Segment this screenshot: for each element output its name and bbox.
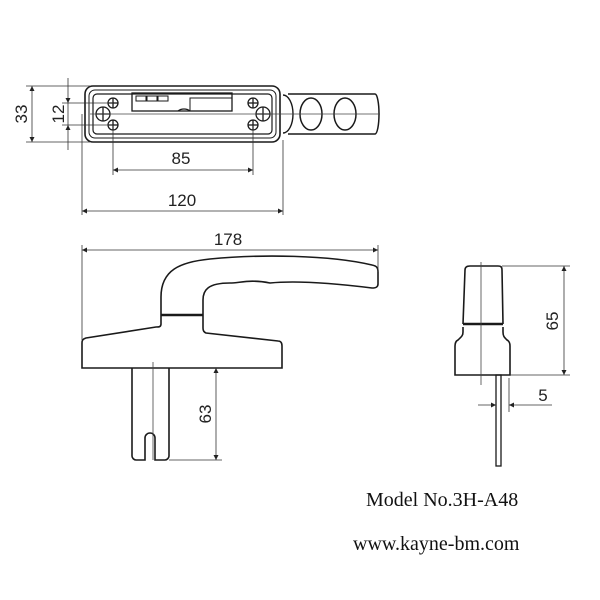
dim-85-label: 85 [172,149,191,168]
dim-178-label: 178 [214,230,242,249]
front-view-dimensions [81,245,379,461]
side-view-dimensions [478,265,570,412]
model-number: Model No.3H-A48 [366,489,519,511]
dim-12-label: 12 [49,105,68,124]
side-view [454,262,511,467]
spindle [131,368,170,461]
side-cap [462,265,504,325]
dim-5-label: 5 [538,386,547,405]
dim-33-label: 33 [12,105,31,124]
side-base [454,327,511,376]
top-view-dimensions [26,78,284,215]
front-view [81,255,379,461]
website-link[interactable]: www.kayne-bm.com [353,533,520,555]
handle-base [81,315,283,369]
dim-63-label: 63 [196,405,215,424]
dim-65-label: 65 [543,312,562,331]
handle-lever [160,255,379,315]
side-spindle [495,374,502,467]
dim-120-label: 120 [168,191,196,210]
top-view [84,85,380,143]
